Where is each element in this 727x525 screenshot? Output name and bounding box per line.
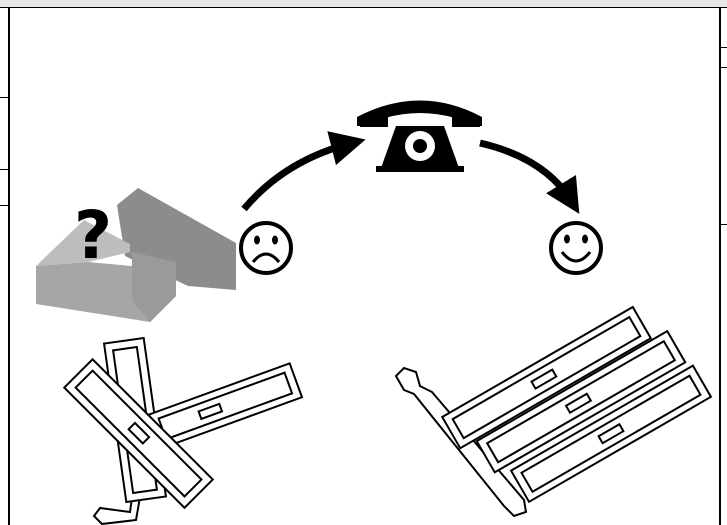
- left-margin-rule-3: [0, 205, 9, 206]
- window-top-bar: [0, 0, 727, 8]
- memory-module-2: [147, 362, 304, 450]
- box-side: [132, 252, 176, 322]
- left-margin-rule-2: [0, 169, 9, 170]
- left-margin-rule-1: [0, 97, 9, 98]
- memory-slot-1: [440, 305, 653, 450]
- open-box-icon: ?: [36, 188, 236, 322]
- installed-memory-card: [394, 305, 713, 518]
- question-mark-glyph: ?: [74, 197, 112, 274]
- arrow-to-phone: [241, 131, 366, 212]
- arrow-from-phone: [479, 139, 580, 214]
- memory-module-3: [62, 357, 215, 510]
- box-top: [36, 220, 130, 266]
- telephone-icon: [357, 100, 482, 172]
- right-border: [719, 8, 721, 525]
- right-margin-rule-2: [720, 67, 727, 68]
- scattered-memory-modules: [62, 336, 304, 525]
- memory-slot-2: [475, 329, 687, 474]
- right-margin-rule-3: [720, 224, 727, 225]
- left-border: [8, 8, 10, 525]
- sad-face-icon: [239, 221, 293, 275]
- happy-face-icon: [549, 221, 603, 275]
- memory-slot-3: [509, 364, 713, 504]
- right-margin-rule-1: [720, 47, 727, 48]
